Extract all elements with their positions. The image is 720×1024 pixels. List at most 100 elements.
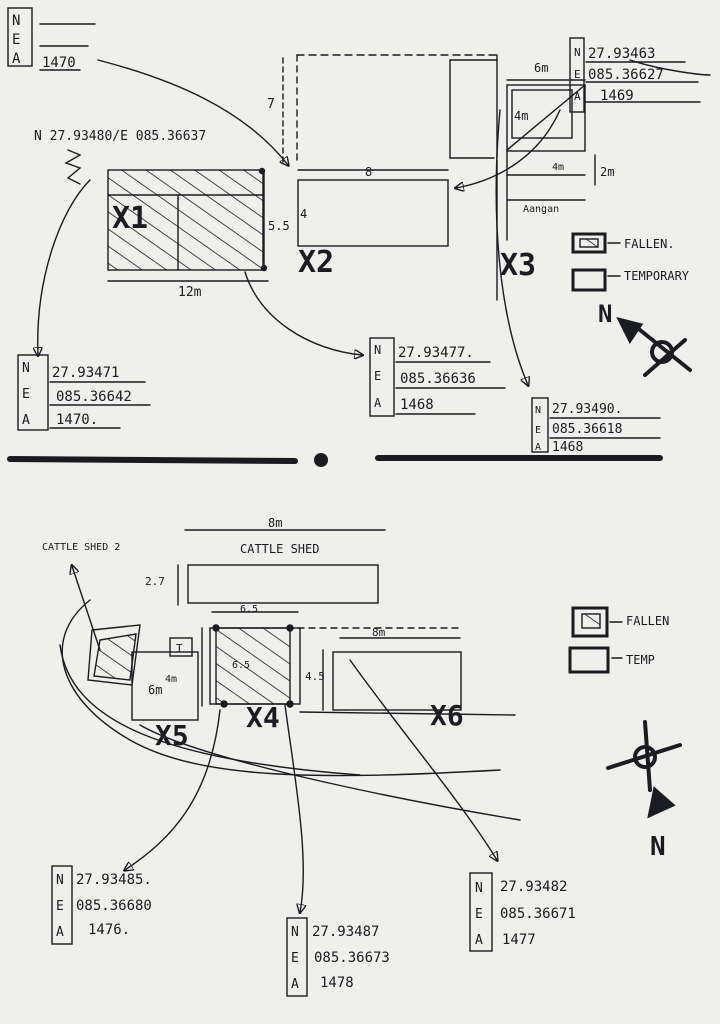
x3-coord-e: 085.36618 xyxy=(552,422,622,437)
x3-top-e-letter: E xyxy=(574,68,581,81)
x5-coord-n: 27.93485. xyxy=(76,872,152,888)
header-letter-e: E xyxy=(12,32,20,48)
x1-e-letter: E xyxy=(22,387,30,402)
x3-top-coord-e: 085.36627 xyxy=(588,67,664,83)
x6-e-letter: E xyxy=(475,907,483,922)
dim-x6-width: 8m xyxy=(372,626,386,639)
x1-coordinate-box xyxy=(17,354,151,431)
x3-top-coord-a: 1469 xyxy=(600,88,634,104)
building-x2 xyxy=(282,54,498,247)
x2-coordinate-arrow xyxy=(244,271,362,355)
x6-n-letter: N xyxy=(475,881,483,896)
x6-coord-n: 27.93482 xyxy=(500,879,567,895)
x5-e-letter: E xyxy=(56,899,64,914)
x2-n-letter: N xyxy=(374,343,381,357)
x5-coordinate-box xyxy=(51,865,73,945)
x1-n-letter: N xyxy=(22,361,30,376)
header-value: 1470 xyxy=(42,55,76,71)
legend-top xyxy=(571,232,621,292)
legend-bottom xyxy=(568,606,623,674)
top-note: N 27.93480/E 085.36637 xyxy=(34,129,206,144)
building-x6 xyxy=(297,627,516,716)
dim-x3-inner: 4m xyxy=(514,109,528,123)
dim-x5-small: T xyxy=(176,642,183,655)
legend-top-fallen: FALLEN. xyxy=(624,237,675,251)
x3-top-coord-n: 27.93463 xyxy=(588,46,655,62)
x5-coord-e: 085.36680 xyxy=(76,898,152,914)
north-compass-top xyxy=(616,317,692,377)
x4-coord-n: 27.93487 xyxy=(312,924,379,940)
cattle-shed-2-arrow xyxy=(72,566,101,651)
x1-coord-n: 27.93471 xyxy=(52,365,119,381)
dim-x4-top: 6.5 xyxy=(240,604,258,615)
north-label-top: N xyxy=(598,300,612,328)
x2-coord-e: 085.36636 xyxy=(400,371,476,387)
x1-a-letter: A xyxy=(22,413,30,428)
x6-a-letter: A xyxy=(475,933,483,948)
dim-x1-width: 12m xyxy=(178,285,202,300)
label-x1: X1 xyxy=(112,201,148,236)
header-coordinate-box xyxy=(7,7,96,71)
x3-to-x2-arrow xyxy=(456,109,561,188)
x6-coordinate-box xyxy=(469,872,493,952)
dim-x3-side: 2m xyxy=(600,165,614,179)
x2-coord-a: 1468 xyxy=(400,397,434,413)
x5-coordinate-arrow xyxy=(125,709,221,870)
dim-x2-height: 4 xyxy=(300,207,307,221)
legend-top-temporary: TEMPORARY xyxy=(624,269,690,283)
cattle-shed xyxy=(177,529,386,606)
header-letter-a: A xyxy=(12,51,21,67)
dim-x2-width: 8 xyxy=(365,165,372,179)
north-label-bottom: N xyxy=(650,832,666,862)
x3-top-coordinate-box xyxy=(569,37,701,113)
x5-n-letter: N xyxy=(56,873,64,888)
x4-e-letter: E xyxy=(291,951,299,966)
hatch-scribble xyxy=(64,149,82,185)
dim-x5-width: 4m xyxy=(165,674,177,685)
dim-x5-height: 6m xyxy=(148,683,162,697)
x4-a-letter: A xyxy=(291,977,299,992)
dim-x3-low: 4m xyxy=(552,162,564,173)
x4-coord-e: 085.36673 xyxy=(314,950,390,966)
x6-coord-e: 085.36671 xyxy=(500,906,576,922)
dim-x1-height: 5.5 xyxy=(268,219,290,233)
label-x3: X3 xyxy=(500,248,536,283)
dim-x4-inner: 6.5 xyxy=(232,660,250,671)
label-cattle-shed-2: CATTLE SHED 2 xyxy=(42,542,120,553)
header-letter-n: N xyxy=(12,13,20,29)
x3-coord-a: 1468 xyxy=(552,440,583,455)
x6-coord-a: 1477 xyxy=(502,932,536,948)
x3-coordinate-arrow xyxy=(495,109,528,385)
x3-a-letter: A xyxy=(535,442,541,453)
x2-e-letter: E xyxy=(374,369,381,383)
x3-top-a-letter: A xyxy=(574,90,581,103)
x5-a-letter: A xyxy=(56,925,64,940)
label-x5: X5 xyxy=(155,719,189,752)
x1-coord-a: 1470. xyxy=(56,412,98,428)
building-x4 xyxy=(201,624,301,708)
building-x1 xyxy=(107,167,269,282)
x4-coordinate-arrow xyxy=(284,704,303,912)
x3-n-letter: N xyxy=(535,405,541,416)
building-x5 xyxy=(87,624,199,721)
x4-n-letter: N xyxy=(291,925,299,940)
section-divider xyxy=(7,453,663,467)
x3-coordinate-box xyxy=(531,397,661,453)
dim-cattle-width: 8m xyxy=(268,516,282,530)
legend-bottom-temp: TEMP xyxy=(626,653,655,667)
x5-coord-a: 1476. xyxy=(88,922,130,938)
x4-coordinate-box xyxy=(286,917,308,997)
x1-coord-e: 085.36642 xyxy=(56,389,132,405)
x2-a-letter: A xyxy=(374,396,382,410)
dim-x6-height: 4.5 xyxy=(305,670,325,683)
x3-aangan-note: Aangan xyxy=(523,204,559,215)
dim-x3-width: 6m xyxy=(534,61,548,75)
header-pointer-arrow xyxy=(97,59,288,165)
dim-cattle-height: 2.7 xyxy=(145,575,165,588)
x3-top-n-letter: N xyxy=(574,46,581,59)
label-x6: X6 xyxy=(430,699,464,732)
x4-coord-a: 1478 xyxy=(320,975,354,991)
label-cattle-shed: CATTLE SHED xyxy=(240,542,319,556)
x2-coordinate-box xyxy=(369,337,506,417)
